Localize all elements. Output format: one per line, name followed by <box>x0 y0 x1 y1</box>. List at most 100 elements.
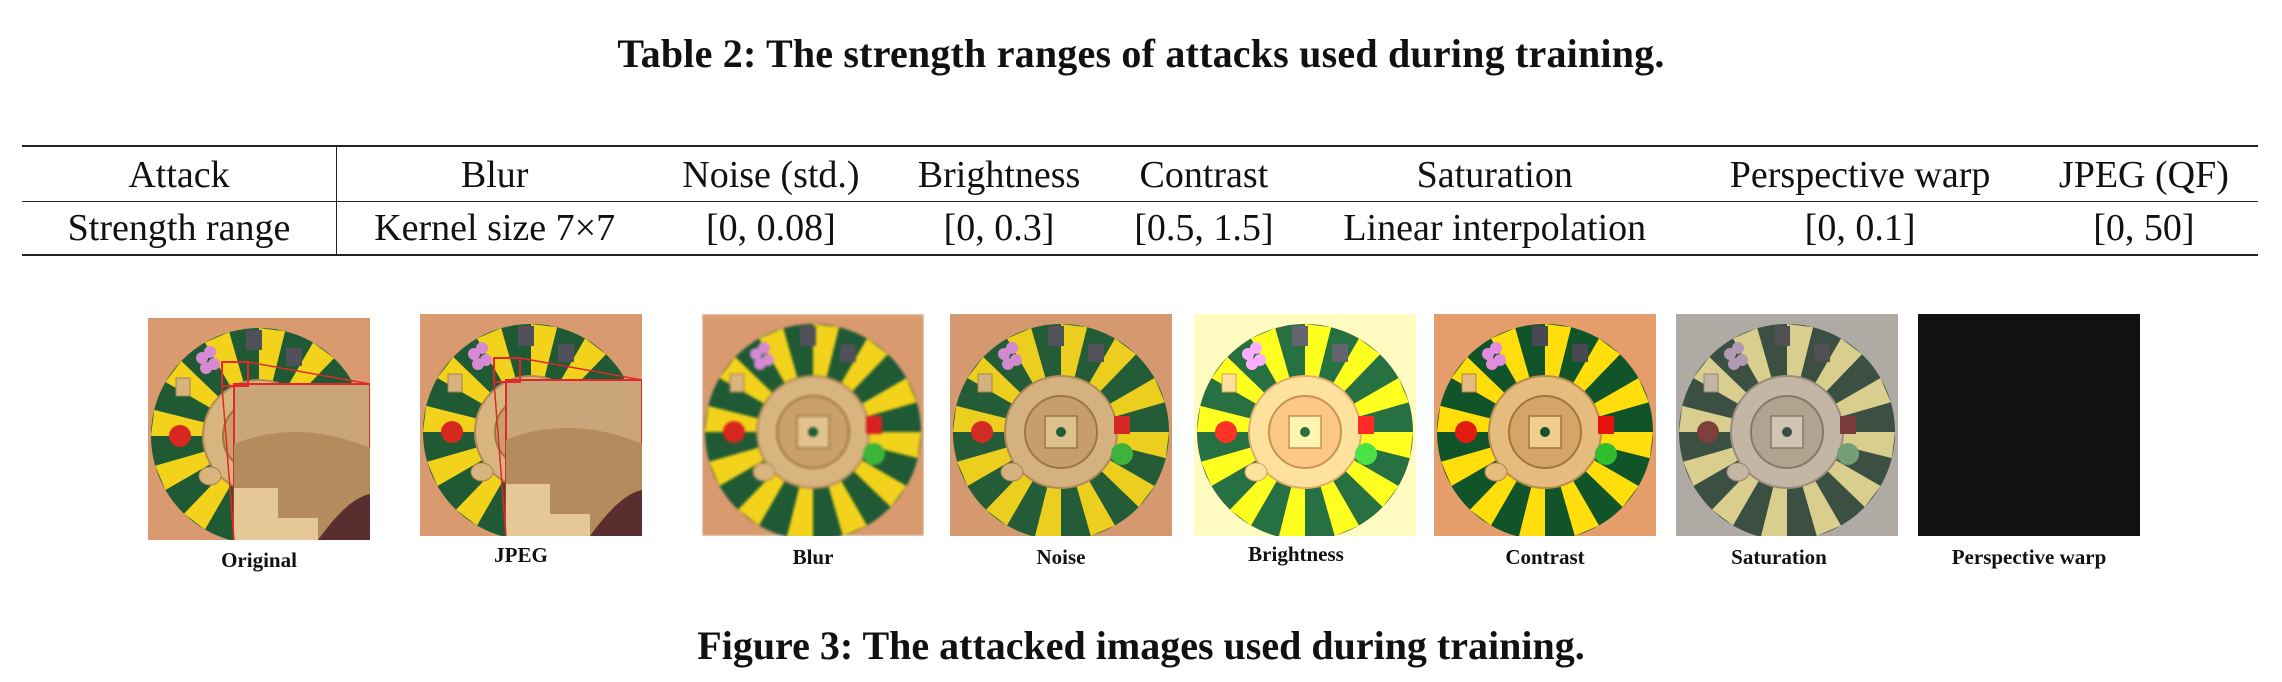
thumbnail-original <box>148 318 370 540</box>
board-wedge <box>1573 338 1621 392</box>
cell-contrast: [0.5, 1.5] <box>1108 201 1300 256</box>
red-ball <box>169 425 191 447</box>
dark-block <box>800 326 816 346</box>
green-ball <box>1111 443 1133 465</box>
pink-bead <box>480 354 492 366</box>
pink-bead <box>758 342 770 354</box>
cell-saturation: Linear interpolation <box>1299 201 1691 256</box>
thumbnail-noise <box>950 314 1172 536</box>
dark-block <box>286 348 302 366</box>
green-ball <box>863 443 885 465</box>
board-wedge <box>853 460 907 508</box>
pink-bead <box>1010 354 1022 366</box>
board-wedge <box>867 432 921 459</box>
header-cell-contrast: Contrast <box>1108 145 1300 202</box>
board-wedge <box>1115 432 1169 459</box>
board-wedge <box>1201 447 1257 486</box>
wood-peg <box>752 462 776 482</box>
board-wedge <box>1441 447 1497 486</box>
wood-cube <box>977 373 993 393</box>
red-ball <box>441 421 463 443</box>
cell-jpeg: [0, 50] <box>2029 201 2258 256</box>
board-wedge <box>737 472 785 526</box>
board-wedge <box>1229 472 1277 526</box>
board-wedge <box>165 360 219 408</box>
cell-brightness: [0, 0.3] <box>889 201 1109 256</box>
board-wedge <box>1437 405 1491 432</box>
header-cell-blur: Blur <box>336 145 653 202</box>
center-dot <box>1056 427 1066 437</box>
red-block <box>1840 416 1856 434</box>
red-ball <box>1697 421 1719 443</box>
wood-peg <box>198 466 222 486</box>
attack-strength-table: Attack Blur Noise (std.) Brightness Cont… <box>22 145 2258 256</box>
board-wedge <box>455 472 503 526</box>
board-wedge <box>957 447 1013 486</box>
dark-block <box>558 344 574 362</box>
board-wedge <box>1585 460 1639 508</box>
red-block <box>866 416 882 434</box>
thumbnail-warp <box>1918 314 2140 536</box>
header-cell-noise: Noise (std.) <box>652 145 890 202</box>
dark-block <box>1292 326 1308 346</box>
board-wedge <box>1545 324 1572 378</box>
board-wedge <box>719 356 773 404</box>
board-wedge <box>1733 328 1772 384</box>
board-wedge <box>1693 356 1747 404</box>
board-wedge <box>1761 486 1787 536</box>
thumbnail-label-brightness: Brightness <box>1248 542 1344 566</box>
board-wedge <box>155 451 211 490</box>
board-wedge <box>183 476 231 530</box>
board-image <box>702 314 924 536</box>
thumbnail-brightness <box>1194 314 1416 536</box>
header-cell-perspective-warp: Perspective warp <box>1690 145 2030 202</box>
board-image <box>1194 314 1416 536</box>
board-wedge <box>437 356 491 404</box>
wood-cube <box>447 373 463 393</box>
header-cell-attack: Attack <box>22 145 337 202</box>
board-wedge <box>861 378 917 417</box>
red-ball <box>1215 421 1237 443</box>
green-ball <box>1355 443 1377 465</box>
thumbnail-label-noise: Noise <box>1036 545 1086 569</box>
board-wedge <box>287 342 335 396</box>
board-wedge <box>953 405 1007 432</box>
red-ball <box>1455 421 1477 443</box>
thumbnail-label-blur: Blur <box>792 545 834 569</box>
dark-block <box>840 344 856 362</box>
zoom-inset <box>221 361 370 540</box>
pink-bead <box>1254 354 1266 366</box>
board-wedge <box>259 328 286 382</box>
red-block <box>1358 416 1374 434</box>
dark-block <box>1532 326 1548 346</box>
board-wedge <box>1305 324 1332 378</box>
board-wedge <box>1827 460 1881 508</box>
green-ball <box>1837 443 1859 465</box>
board-wedge <box>1683 447 1739 486</box>
board-wedge <box>1519 486 1545 536</box>
board-wedge <box>1835 378 1891 417</box>
wood-cube <box>729 373 745 393</box>
table-header-row: Attack Blur Noise (std.) Brightness Cont… <box>22 145 2258 202</box>
wood-cube <box>1703 373 1719 393</box>
board-image <box>950 314 1172 536</box>
board-wedge <box>1035 486 1061 536</box>
warp-border <box>1918 314 2140 536</box>
board-wedge <box>423 405 477 432</box>
thumbnail-label-jpeg: JPEG <box>494 543 548 567</box>
board-wedge <box>1333 338 1381 392</box>
row-label-strength-range: Strength range <box>22 201 337 256</box>
pink-bead <box>1490 342 1502 354</box>
dark-block <box>1774 326 1790 346</box>
board-wedge <box>1109 378 1165 417</box>
dark-block <box>1572 344 1588 362</box>
board-wedge <box>1787 324 1814 378</box>
thumbnail-label-original: Original <box>221 548 297 572</box>
board-wedge <box>1279 486 1305 536</box>
wood-peg <box>1000 462 1024 482</box>
pink-bead <box>1732 342 1744 354</box>
board-wedge <box>151 409 205 436</box>
board-wedge <box>1451 356 1505 404</box>
board-wedge <box>427 447 483 486</box>
board-wedge <box>967 356 1021 404</box>
